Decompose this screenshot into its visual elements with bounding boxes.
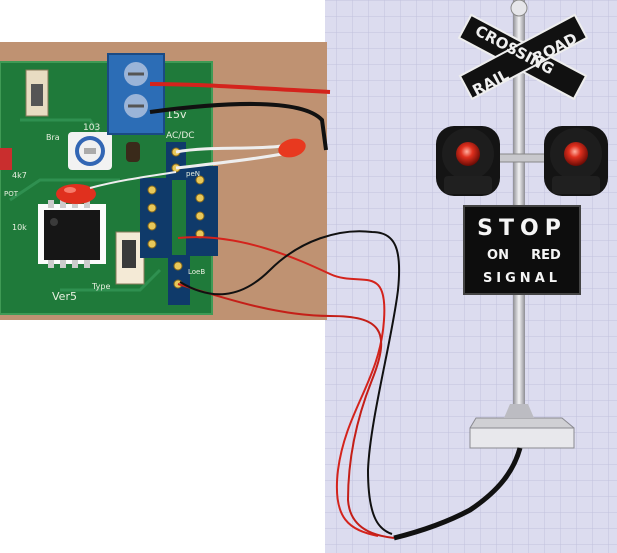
- loe-label: LoeB: [188, 268, 205, 276]
- capacitor: [126, 142, 140, 162]
- pe-label: peN: [186, 170, 200, 178]
- r10k-label: 10k: [12, 223, 27, 232]
- resistor: [0, 148, 12, 170]
- type-label: Type: [91, 282, 110, 291]
- crossbuck-sign: CROSSING RAIL ROAD: [457, 13, 589, 101]
- stop-word: STOP: [477, 216, 567, 241]
- loose-led: [278, 138, 306, 158]
- circuit-board: 103: [0, 53, 218, 315]
- bra-label: Bra: [46, 133, 60, 142]
- ic-chip: [38, 200, 106, 268]
- power-wire-black: [149, 102, 328, 151]
- on-word: ON: [487, 248, 509, 263]
- acdc-label: AC/DC: [166, 131, 195, 141]
- version-label: Ver5: [52, 290, 77, 303]
- crossing-signal: CROSSING RAIL ROAD STOP ON RED SIGNAL: [393, 0, 608, 541]
- res-4k7-label: 4k7: [12, 171, 27, 180]
- trimmer-potentiometer: [68, 132, 112, 170]
- left-signal-lamp: [436, 126, 500, 196]
- screw-terminal: [107, 53, 165, 135]
- bottom-slide-switch: [115, 231, 145, 285]
- board-led: [56, 184, 96, 204]
- stop-on-red-signal-sign: STOP ON RED SIGNAL: [463, 205, 581, 295]
- red-word: RED: [531, 248, 561, 263]
- signal-wire-black: [179, 230, 401, 535]
- signal-wire-red-2: [177, 283, 395, 539]
- signal-word: SIGNAL: [483, 271, 561, 286]
- pot-label: POT: [4, 190, 19, 198]
- power-wire-red: [149, 82, 331, 94]
- right-signal-lamp: [544, 126, 608, 196]
- pot-code-label: 103: [83, 123, 100, 133]
